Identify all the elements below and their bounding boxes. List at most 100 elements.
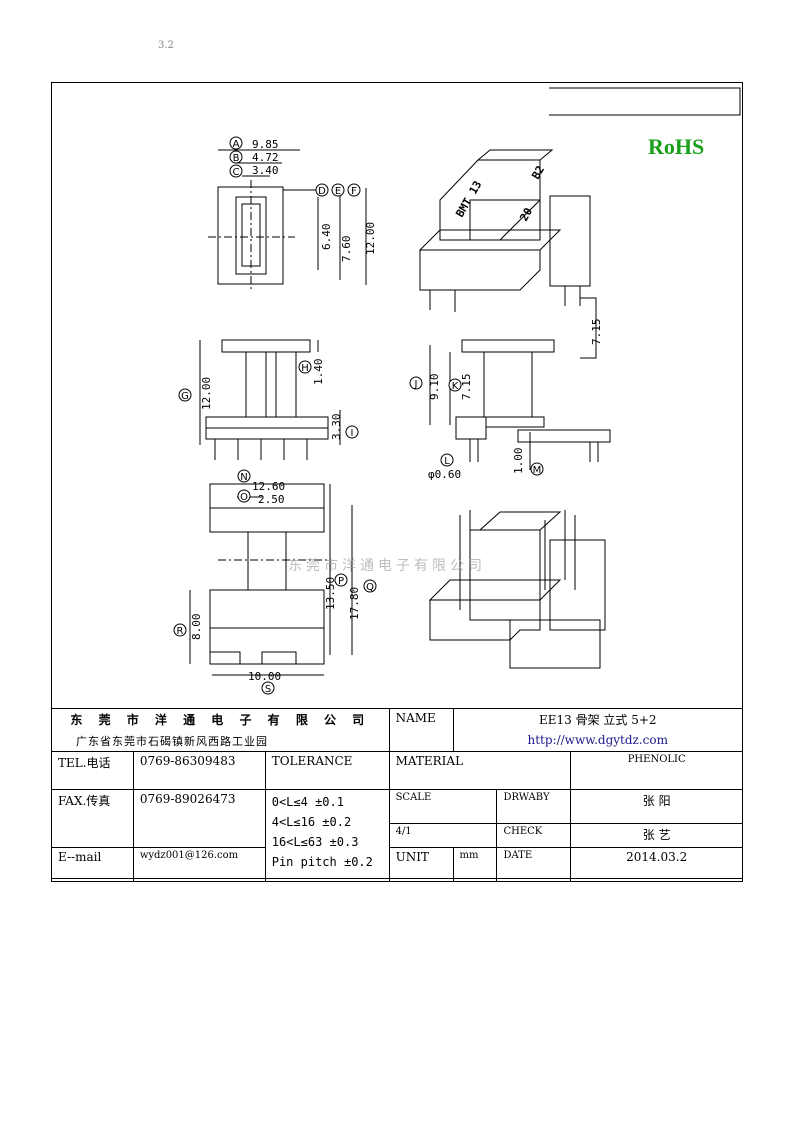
dim-l-value: φ0.60 bbox=[428, 468, 461, 481]
balloon-q: Q bbox=[363, 579, 377, 593]
balloon-p: P bbox=[334, 573, 348, 587]
svg-text:G: G bbox=[181, 391, 189, 402]
name-label: NAME bbox=[388, 708, 454, 752]
svg-text:O: O bbox=[240, 492, 248, 503]
material-label: MATERIAL bbox=[388, 751, 572, 790]
svg-text:E: E bbox=[335, 186, 341, 197]
dim-q-value: 17.80 bbox=[348, 587, 361, 620]
product-name: EE13 骨架 立式 5+2 bbox=[538, 713, 657, 727]
drawby-label: DRWABY bbox=[496, 789, 572, 824]
svg-text:H: H bbox=[301, 363, 309, 374]
check-label: CHECK bbox=[496, 823, 572, 848]
bobbin-marking-number: 20 bbox=[517, 206, 535, 224]
unit-label: UNIT bbox=[388, 847, 454, 882]
dim-h-value: 1.40 bbox=[312, 359, 325, 386]
svg-text:K: K bbox=[452, 381, 459, 392]
bobbin-marking-left: BMT 13 bbox=[453, 179, 484, 220]
dim-g-value: 12.00 bbox=[200, 377, 213, 410]
svg-text:B: B bbox=[233, 153, 240, 164]
email-label: E--mail bbox=[51, 847, 134, 882]
iso-view-bottom bbox=[428, 510, 606, 669]
dim-s-value: 10.00 bbox=[248, 670, 281, 683]
balloon-l: L bbox=[440, 453, 454, 467]
dim-e-value: 7.60 bbox=[340, 236, 353, 263]
rohs-mark: RoHS bbox=[648, 134, 705, 159]
company-cell: 东 莞 市 洋 通 电 子 有 限 公 司 广东省东莞市石碣镇新风西路工业园 bbox=[51, 708, 390, 752]
dim-j-value: 9.10 bbox=[428, 374, 441, 401]
svg-text:I: I bbox=[351, 428, 354, 439]
drawby-value: 张 阳 bbox=[570, 789, 743, 824]
dim-k-value: 7.15 bbox=[460, 374, 473, 401]
tolerance-label: TOLERANCE bbox=[264, 751, 390, 790]
check-value: 张 艺 bbox=[570, 823, 743, 848]
scale-value: 4/1 bbox=[388, 823, 498, 848]
title-block: 东 莞 市 洋 通 电 子 有 限 公 司 广东省东莞市石碣镇新风西路工业园 N… bbox=[51, 708, 744, 882]
tel-value: 0769-86309483 bbox=[132, 751, 266, 790]
svg-text:J: J bbox=[414, 379, 418, 390]
dim-f-value: 12.00 bbox=[364, 222, 377, 255]
balloon-a: A bbox=[229, 136, 243, 150]
balloon-b: B bbox=[229, 150, 243, 164]
dim-r-value: 8.00 bbox=[190, 614, 203, 641]
svg-text:S: S bbox=[265, 684, 271, 695]
tolerance-4: Pin pitch ±0.2 bbox=[271, 855, 373, 869]
tolerance-1: 0<L≤4 ±0.1 bbox=[271, 795, 344, 809]
side-view-top-flange bbox=[221, 339, 311, 353]
dim-i-value: 3.30 bbox=[330, 414, 343, 441]
svg-text:L: L bbox=[444, 456, 450, 467]
svg-text:C: C bbox=[233, 167, 240, 178]
dim-n-value: 12.60 bbox=[252, 480, 285, 493]
header-mark: 3.2 bbox=[158, 40, 174, 51]
fax-label: FAX.传真 bbox=[51, 789, 134, 848]
unit-value: mm bbox=[452, 847, 498, 882]
dim-m-value: 1.00 bbox=[512, 448, 525, 475]
dim-line-top-right bbox=[580, 297, 597, 359]
dim-d-value: 6.40 bbox=[320, 224, 333, 251]
svg-text:M: M bbox=[533, 465, 542, 476]
svg-text:P: P bbox=[338, 576, 344, 587]
corner-tab-outline bbox=[549, 87, 741, 116]
svg-text:N: N bbox=[240, 472, 247, 483]
balloon-e: E bbox=[331, 183, 345, 197]
dim-p-value: 13.50 bbox=[324, 577, 337, 610]
balloon-j: J bbox=[409, 376, 423, 390]
date-value: 2014.03.2 bbox=[570, 847, 743, 882]
balloon-h: H bbox=[298, 360, 312, 374]
tolerance-2: 4<L≤16 ±0.2 bbox=[271, 815, 352, 829]
website-link[interactable]: http://www.dgytdz.com bbox=[527, 733, 669, 747]
svg-text:D: D bbox=[318, 186, 326, 197]
iso-view-top bbox=[418, 149, 591, 312]
balloon-i: I bbox=[345, 425, 359, 439]
dim-a-value: 9.85 bbox=[252, 138, 279, 151]
front-view-top-flange bbox=[461, 339, 555, 353]
date-label: DATE bbox=[496, 847, 572, 882]
balloon-m: M bbox=[530, 462, 544, 476]
balloon-d: D bbox=[315, 183, 329, 197]
dim-b-value: 4.72 bbox=[252, 151, 279, 164]
bobbin-marking-right: B2 bbox=[529, 164, 547, 182]
name-cell: EE13 骨架 立式 5+2 http://www.dgytdz.com bbox=[452, 708, 744, 752]
fax-value: 0769-89026473 bbox=[132, 789, 266, 848]
tolerance-3: 16<L≤63 ±0.3 bbox=[271, 835, 359, 849]
balloon-k: K bbox=[448, 378, 462, 392]
svg-text:A: A bbox=[233, 139, 240, 150]
svg-text:F: F bbox=[351, 186, 357, 197]
email-value[interactable]: wydz001@126.com bbox=[132, 847, 266, 882]
company-address: 广东省东莞市石碣镇新风西路工业园 bbox=[76, 735, 268, 748]
balloon-f: F bbox=[347, 183, 361, 197]
tel-label: TEL.电话 bbox=[51, 751, 134, 790]
balloon-s: S bbox=[261, 681, 275, 695]
svg-text:Q: Q bbox=[366, 582, 374, 593]
material-value: PHENOLIC bbox=[570, 751, 743, 790]
svg-text:R: R bbox=[177, 626, 184, 637]
company-name: 东 莞 市 洋 通 电 子 有 限 公 司 bbox=[70, 713, 371, 727]
watermark: 东莞市洋通电子有限公司 bbox=[288, 558, 486, 574]
tolerance-values: 0<L≤4 ±0.1 4<L≤16 ±0.2 16<L≤63 ±0.3 Pin … bbox=[264, 789, 390, 882]
balloon-r: R bbox=[173, 623, 187, 637]
dim-o-value: 2.50 bbox=[258, 493, 285, 506]
scale-label: SCALE bbox=[388, 789, 498, 824]
balloon-o: O bbox=[237, 489, 251, 503]
balloon-g: G bbox=[178, 388, 192, 402]
balloon-n: N bbox=[237, 469, 251, 483]
